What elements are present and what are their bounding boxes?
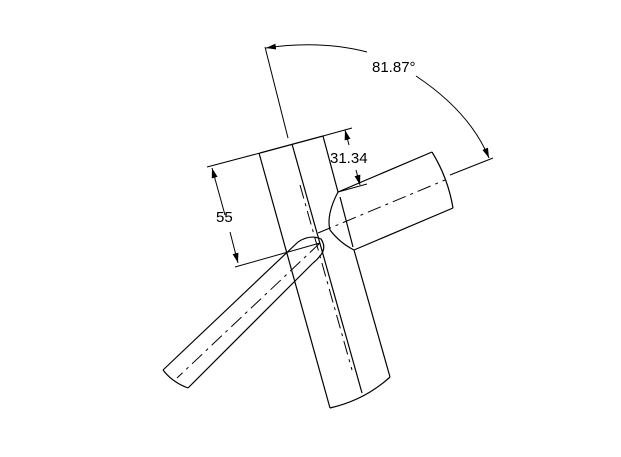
main-tube-top-edge — [259, 135, 324, 154]
dimension-55: 55 — [206, 152, 321, 268]
right-branch-centerline — [317, 179, 446, 234]
dimension-55-extension-bottom — [234, 242, 321, 268]
main-tube-tangent-line — [291, 143, 363, 394]
right-branch-bottom-edge — [353, 207, 454, 251]
dimension-31-34: 31.34 — [322, 127, 368, 193]
main-tube-centerline-extension — [264, 46, 289, 139]
right-branch-tube — [317, 151, 494, 251]
dimension-31-extension-top — [322, 127, 353, 137]
left-branch-end-arc — [162, 369, 189, 389]
dimension-31-arrow-top — [344, 129, 351, 146]
right-branch-top-edge — [337, 151, 433, 193]
main-tube-right-edge-upper — [322, 135, 339, 193]
left-branch-upper-edge — [162, 241, 299, 371]
left-branch-centerline — [176, 242, 321, 379]
dimension-31-extension-bottom — [337, 183, 368, 193]
main-tube-bottom-arc — [329, 376, 391, 409]
main-tube-centerline — [299, 184, 353, 371]
dimension-31-arrow-bottom — [354, 169, 361, 186]
angle-label: 81.87° — [372, 59, 416, 76]
left-branch-lower-edge — [187, 262, 314, 389]
main-tube — [258, 46, 391, 409]
right-branch-end-arc — [431, 151, 454, 209]
dimension-55-arrow-top — [211, 167, 226, 216]
dimension-55-label: 55 — [216, 209, 233, 226]
right-branch-intersection-curve — [328, 191, 355, 251]
dimension-31-label: 31.34 — [330, 150, 368, 167]
angle-arc-right — [415, 75, 490, 159]
angle-arc-left — [265, 43, 368, 53]
dimension-angle: 81.87° — [265, 43, 490, 159]
dimension-55-arrow-bottom — [229, 231, 239, 264]
right-branch-hidden-edge — [339, 196, 354, 248]
left-branch-nose-curve — [297, 236, 325, 264]
left-branch-tube — [162, 236, 325, 389]
dimension-55-extension-top — [206, 152, 261, 168]
right-branch-extension-line — [449, 157, 494, 176]
main-tube-right-edge-lower — [353, 249, 391, 378]
main-tube-left-edge — [258, 152, 331, 409]
